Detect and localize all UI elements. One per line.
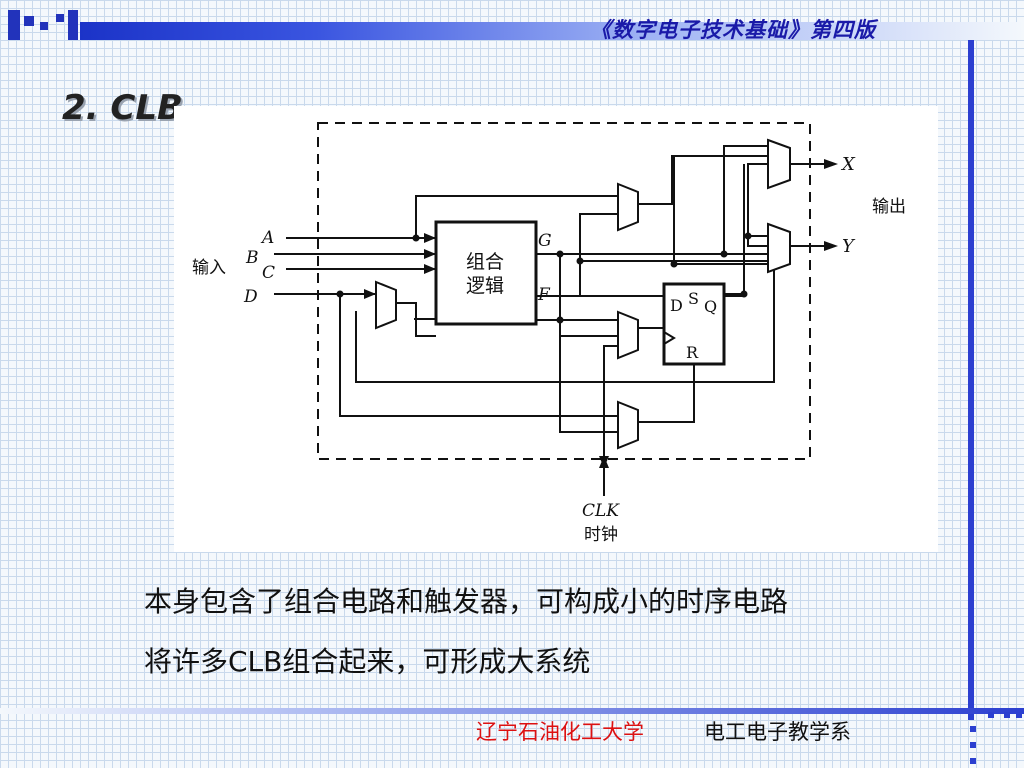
- output-label-x: X: [840, 154, 856, 175]
- corner-dot: [988, 712, 994, 718]
- footer-school: 辽宁石油化工大学: [476, 720, 644, 744]
- mux-input-d: [375, 280, 397, 330]
- clock-label-cn: 时钟: [584, 525, 618, 545]
- outputs-label: 输出: [872, 197, 906, 217]
- logic-output-g: G: [538, 231, 552, 251]
- combinational-logic-block: [434, 220, 538, 326]
- footer-department: 电工电子教学系: [704, 720, 851, 744]
- header-decoration: [68, 10, 78, 40]
- bottom-border-bar: [0, 708, 1024, 714]
- clb-diagram: 输入 输出 A B C D: [174, 106, 938, 552]
- flipflop-pin-r: R: [686, 343, 699, 362]
- corner-dot: [1016, 712, 1022, 718]
- header-decoration: [24, 16, 34, 26]
- flipflop-pin-d: D: [670, 296, 683, 315]
- header-decoration: [56, 14, 64, 22]
- clb-boundary: [317, 122, 811, 460]
- input-label-b: B: [245, 248, 259, 268]
- corner-dot: [970, 726, 976, 732]
- flipflop-pin-q: Q: [704, 297, 717, 316]
- input-label-c: C: [262, 263, 275, 283]
- logic-output-f: F: [537, 285, 551, 305]
- description-line-2: 将许多CLB组合起来，可形成大系统: [144, 645, 591, 678]
- right-border-bar: [968, 40, 974, 720]
- mux-upper: [617, 182, 639, 232]
- d-flip-flop: [662, 282, 726, 366]
- logic-block-label-1: 组合: [466, 251, 504, 273]
- mux-output-y: [767, 222, 791, 274]
- flipflop-pin-s: S: [688, 289, 699, 308]
- slide-heading: 2. CLB: [62, 88, 183, 128]
- corner-dot: [970, 742, 976, 748]
- description-line-1: 本身包含了组合电路和触发器，可构成小的时序电路: [144, 585, 789, 618]
- mux-feedback: [617, 400, 639, 450]
- mux-ff-input: [617, 310, 639, 360]
- corner-dot: [970, 758, 976, 764]
- input-label-a: A: [260, 228, 274, 248]
- book-title: 《数字电子技术基础》第四版: [590, 17, 876, 42]
- input-label-d: D: [243, 287, 258, 307]
- inputs-label: 输入: [192, 258, 226, 278]
- header-strip: [80, 22, 1024, 40]
- header-decoration: [8, 10, 20, 40]
- clock-label: CLK: [582, 501, 620, 521]
- mux-output-x: [767, 138, 791, 190]
- header-decoration: [40, 22, 48, 30]
- logic-block-label-2: 逻辑: [466, 275, 504, 297]
- output-label-y: Y: [842, 236, 856, 257]
- corner-dot: [1004, 712, 1010, 718]
